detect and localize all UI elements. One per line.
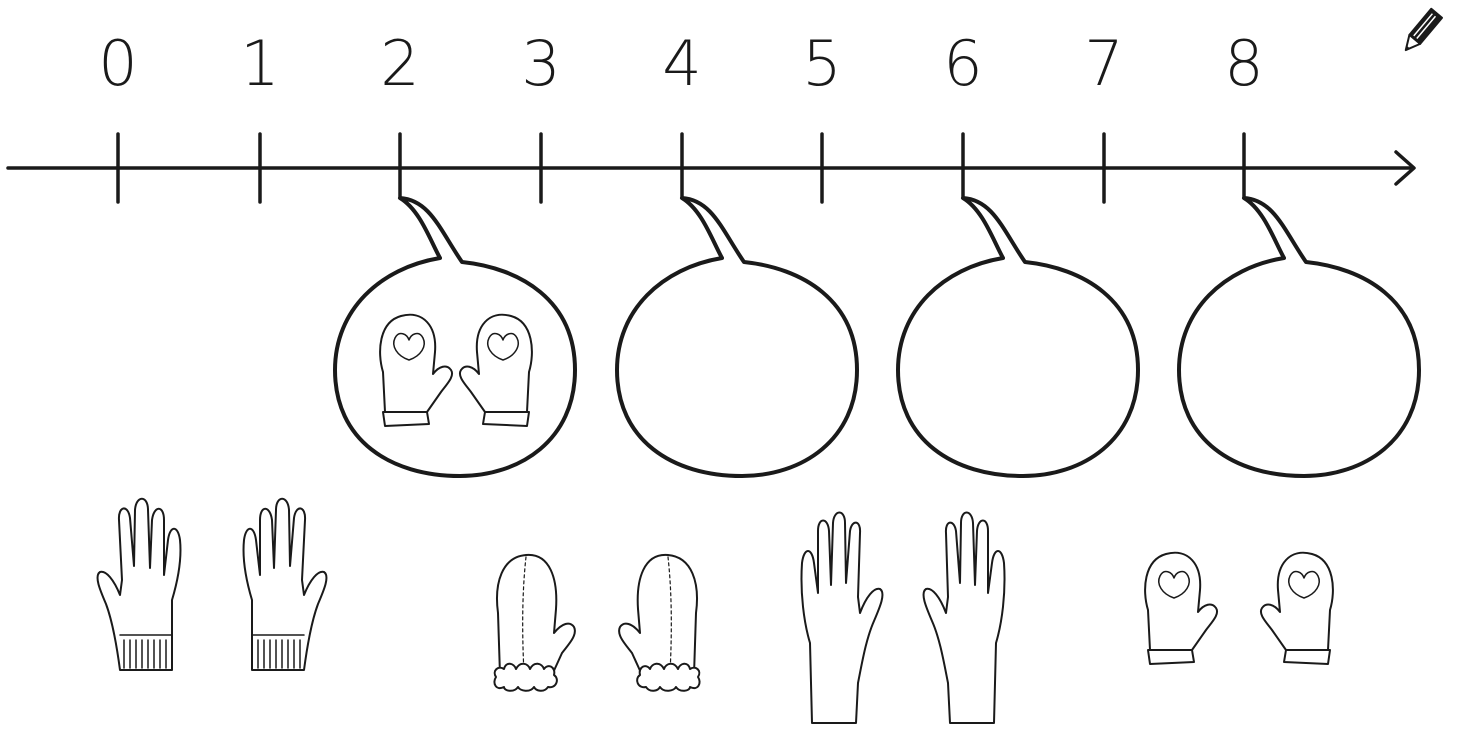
- knit-gloves-item[interactable]: [98, 499, 327, 670]
- tick-label: 0: [98, 27, 137, 100]
- tick-label: 6: [943, 27, 982, 100]
- tick-label: 1: [240, 27, 279, 100]
- tick-label: 4: [662, 27, 701, 100]
- pencil-icon[interactable]: [1400, 9, 1442, 55]
- answer-bubble[interactable]: [1179, 198, 1419, 476]
- answer-bubble[interactable]: [335, 198, 575, 476]
- tick-label: 8: [1224, 27, 1263, 100]
- heart-mittens-item[interactable]: [1145, 553, 1333, 664]
- answer-bubble[interactable]: [617, 198, 857, 476]
- tick-label: 5: [802, 27, 841, 100]
- long-gloves-item[interactable]: [801, 513, 1004, 724]
- tick-label: 3: [521, 27, 560, 100]
- tick-labels: 0 1 2 3 4 5 6 7 8: [98, 27, 1263, 100]
- tick-label: 2: [380, 27, 419, 100]
- tick-label: 7: [1084, 27, 1123, 100]
- answer-bubble[interactable]: [898, 198, 1138, 476]
- number-line: [8, 134, 1414, 202]
- fur-mittens-item[interactable]: [494, 555, 699, 691]
